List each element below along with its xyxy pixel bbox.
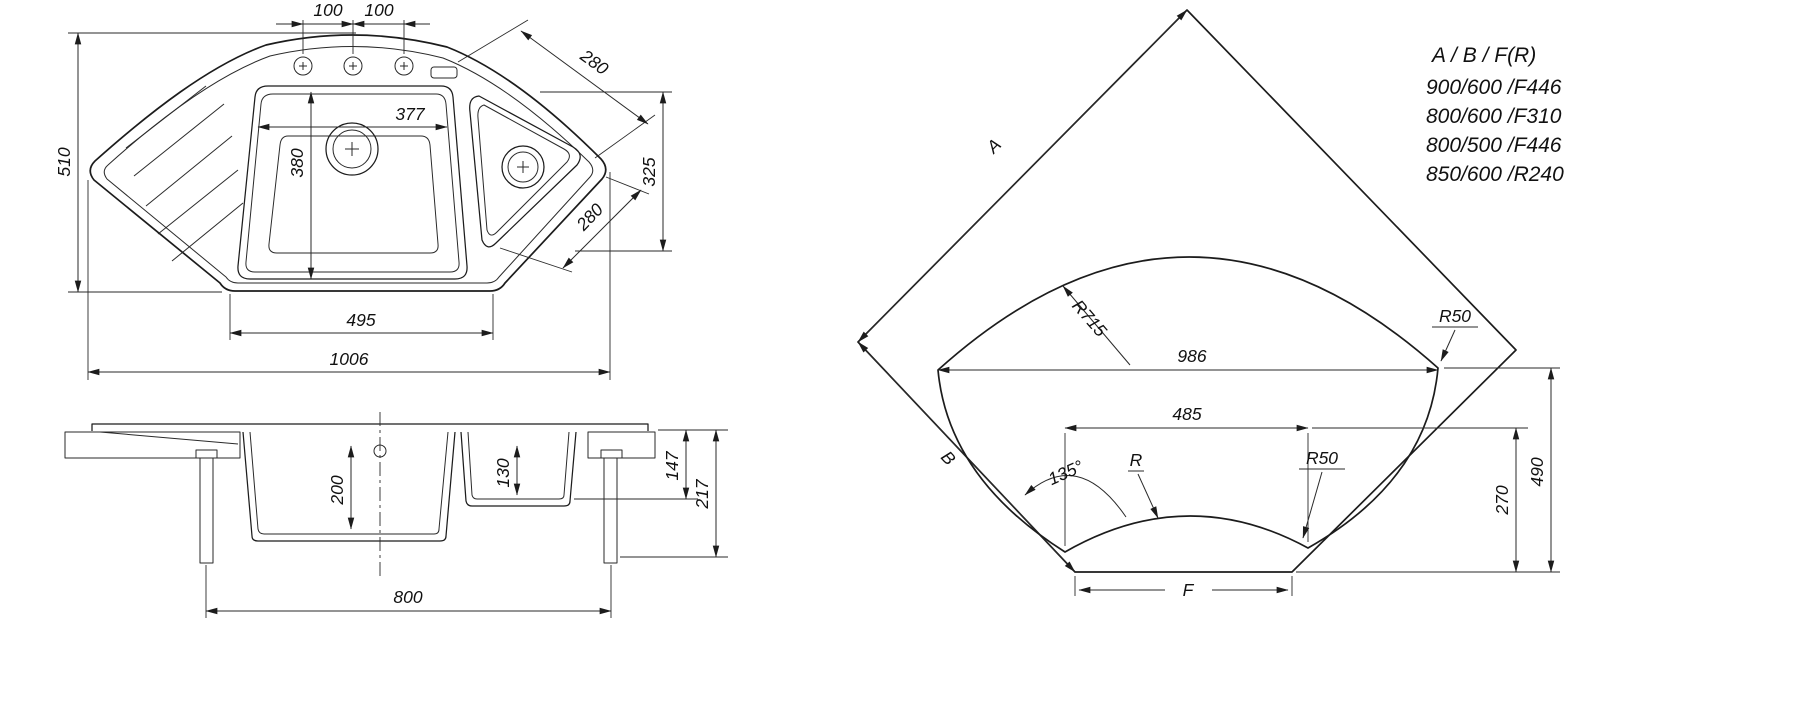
spec-table-header: A / B / F(R) [1430,44,1536,67]
dim-bottom-edge-width: 495 [229,294,494,340]
sink-outline-inner [103,46,594,284]
sink-outline-outer [89,34,607,292]
dim-cutout-depth: 490 [1296,367,1560,573]
dim-label-faucet-right: 100 [364,0,393,20]
dim-label-front-depth: 270 [1492,485,1512,515]
countertop-outline [857,9,1517,573]
dim-back-radius: R715 [1062,285,1131,366]
dim-label-front-flat-width: 485 [1172,404,1201,424]
edge-label-f: F [1183,580,1195,600]
dim-small-bowl-top-edge: 280 [457,19,656,159]
dim-label-back-radius: R715 [1068,296,1111,341]
dim-small-bowl-depth: 130 [493,445,521,496]
dim-label-small-bowl-top: 280 [576,45,612,79]
dim-overall-depth: 510 [54,32,356,293]
dim-right-side-depth: 325 [540,91,672,252]
faucet-holes [293,56,458,79]
dim-front-edge: F [1074,576,1293,600]
dim-label-overall-depth: 510 [54,147,74,176]
dim-label-overall-width: 1006 [330,349,369,369]
dim-label-rim-height: 147 [662,450,682,480]
drainboard-slope [99,431,239,445]
spec-table-row: 850/600 /R240 [1426,163,1564,186]
edge-label-a: A [982,135,1005,158]
dim-label-front-radius: R [1130,450,1143,470]
overflow-slot [430,66,458,79]
cutout-view: A B 986 485 490 270 [857,9,1564,600]
dim-corner-angle: 135° [1024,456,1127,518]
spec-table-row: 900/600 /F446 [1426,76,1562,99]
mount-clip-left [195,449,218,459]
dim-label-small-bowl-depth: 130 [493,458,513,487]
drainboard-grooves [125,85,244,262]
dim-label-main-bowl-depth: 200 [327,475,347,505]
sink-flange [91,423,649,431]
main-bowl [237,85,468,280]
dim-label-main-bowl-length: 380 [287,148,307,177]
cabinet-side-left [199,457,214,564]
cabinet-side-right [603,457,618,564]
dim-cutout-width: 986 [937,346,1439,374]
small-bowl [469,95,581,248]
dim-label-corner-angle: 135° [1045,456,1086,489]
dim-label-faucet-left: 100 [313,0,342,20]
dim-label-cutout-depth: 490 [1527,457,1547,486]
dim-edge-a [857,9,1188,343]
dim-rim-height: 147 [574,429,728,500]
small-drain-icon [501,145,545,189]
main-bowl-section [242,431,456,542]
dim-overall-height: 217 [620,429,728,558]
dim-faucet-spacing: 100 100 [276,0,430,54]
small-bowl-section [460,431,577,507]
dim-label-bottom-edge-width: 495 [346,310,375,330]
dim-corner-radius-front: R50 [1299,448,1345,539]
mount-clip-right [600,449,623,459]
plan-view: 100 100 280 377 380 325 [54,0,672,380]
dim-label-cutout-width: 986 [1177,346,1206,366]
dim-corner-radius-right: R50 [1432,306,1478,362]
dim-label-corner-radius-right: R50 [1439,306,1471,326]
countertop-left [64,431,241,459]
dim-label-right-side-depth: 325 [639,157,659,186]
dim-front-depth: 270 [1312,427,1528,573]
edge-label-b: B [937,447,960,469]
sink-cutout-outline [937,256,1439,553]
dim-overall-width: 1006 [87,172,611,380]
spec-table-row: 800/500 /F446 [1426,134,1562,157]
main-drain-icon [325,122,379,176]
spec-table-row: 800/600 /F310 [1426,105,1562,128]
dim-main-bowl-depth: 200 [327,445,355,530]
dim-label-main-bowl-width: 377 [395,104,425,124]
dim-main-bowl-length: 380 [287,91,315,280]
dim-front-radius: R [1128,450,1159,519]
dim-label-cabinet-width: 800 [393,587,422,607]
dim-label-overall-height: 217 [692,478,712,509]
dim-cabinet-width: 800 [205,565,612,618]
dim-label-corner-radius-front: R50 [1306,448,1338,468]
spec-table: A / B / F(R) 900/600 /F446 800/600 /F310… [1426,44,1564,186]
section-view: 200 130 147 217 800 [64,412,728,618]
dim-small-bowl-bottom-edge: 280 [499,176,650,273]
dim-main-bowl-width: 377 [257,104,448,131]
dim-front-flat-width: 485 [1064,404,1309,546]
